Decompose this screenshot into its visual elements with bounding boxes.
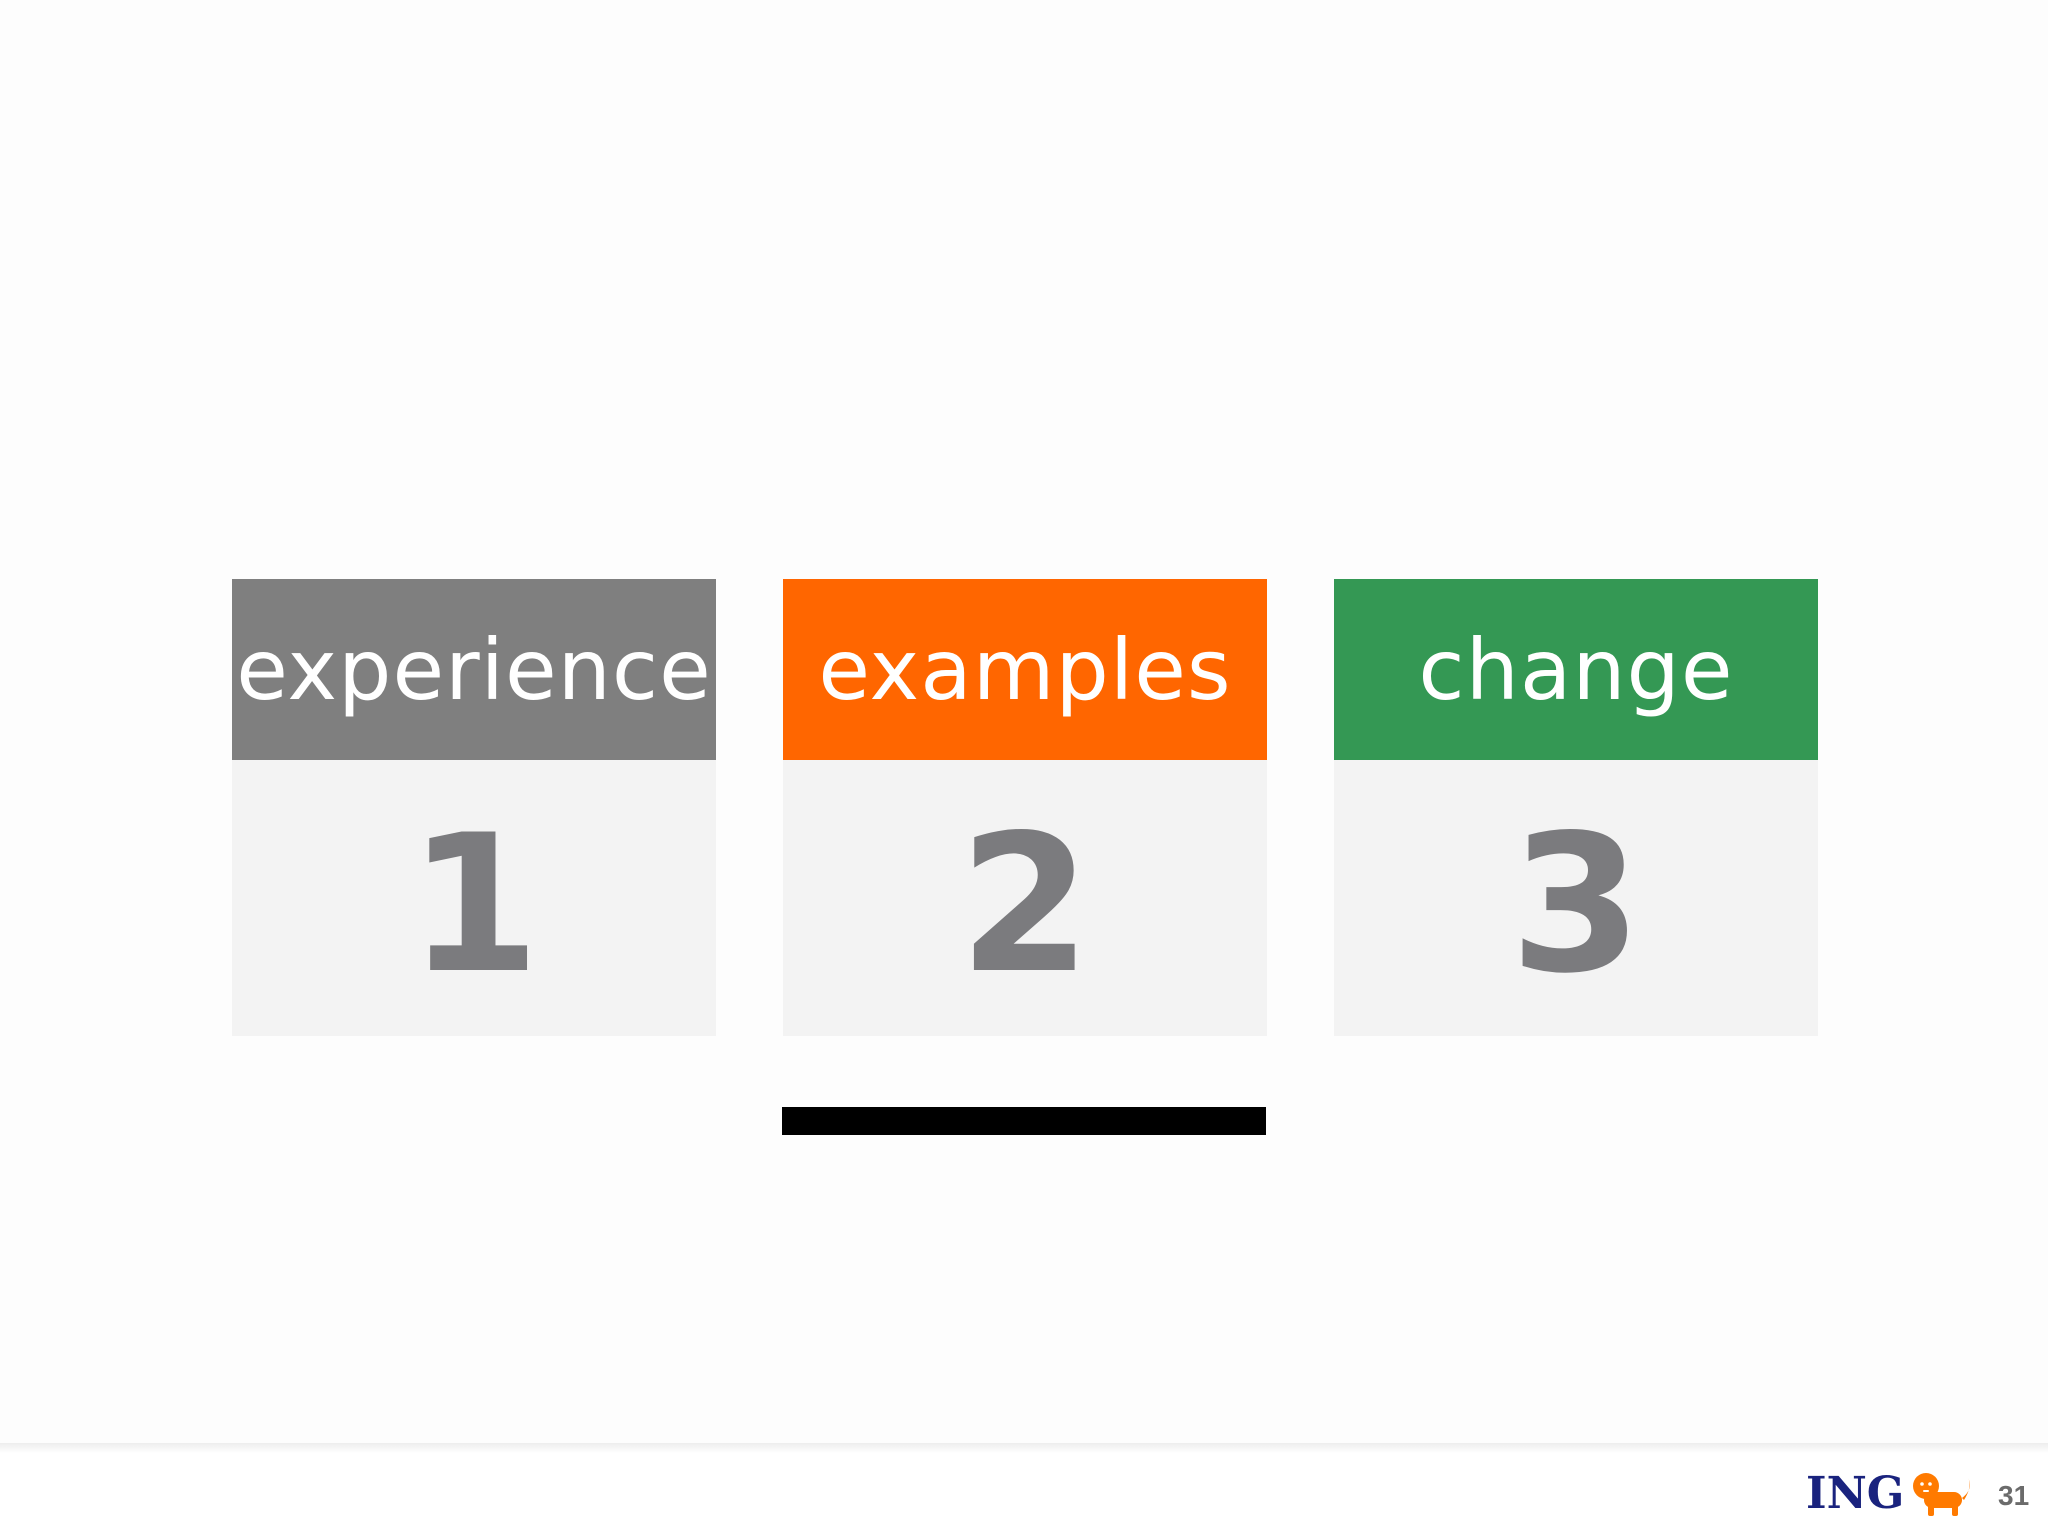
card-header-change: change: [1334, 579, 1818, 760]
card-number-panel-3: 3: [1334, 760, 1818, 1036]
card-examples: examples 2: [783, 579, 1267, 1036]
lion-icon: [1913, 1473, 1971, 1516]
card-number-panel-2: 2: [783, 760, 1267, 1036]
card-experience: experience 1: [232, 579, 716, 1036]
card-number-panel-1: 1: [232, 760, 716, 1036]
card-header-experience: experience: [232, 579, 716, 760]
footer: [0, 1443, 2048, 1536]
card-change: change 3: [1334, 579, 1818, 1036]
card-number-3: 3: [1509, 793, 1643, 1015]
card-number-1: 1: [407, 793, 541, 1015]
page-number: 31: [1998, 1480, 2030, 1511]
card-header-examples: examples: [783, 579, 1267, 760]
card-row: experience 1 examples 2 change 3: [232, 579, 1818, 1036]
ing-logo: ING: [1806, 1466, 1974, 1522]
active-card-underline: [782, 1107, 1266, 1135]
card-number-2: 2: [958, 793, 1092, 1015]
logo-text: ING: [1806, 1468, 1905, 1519]
